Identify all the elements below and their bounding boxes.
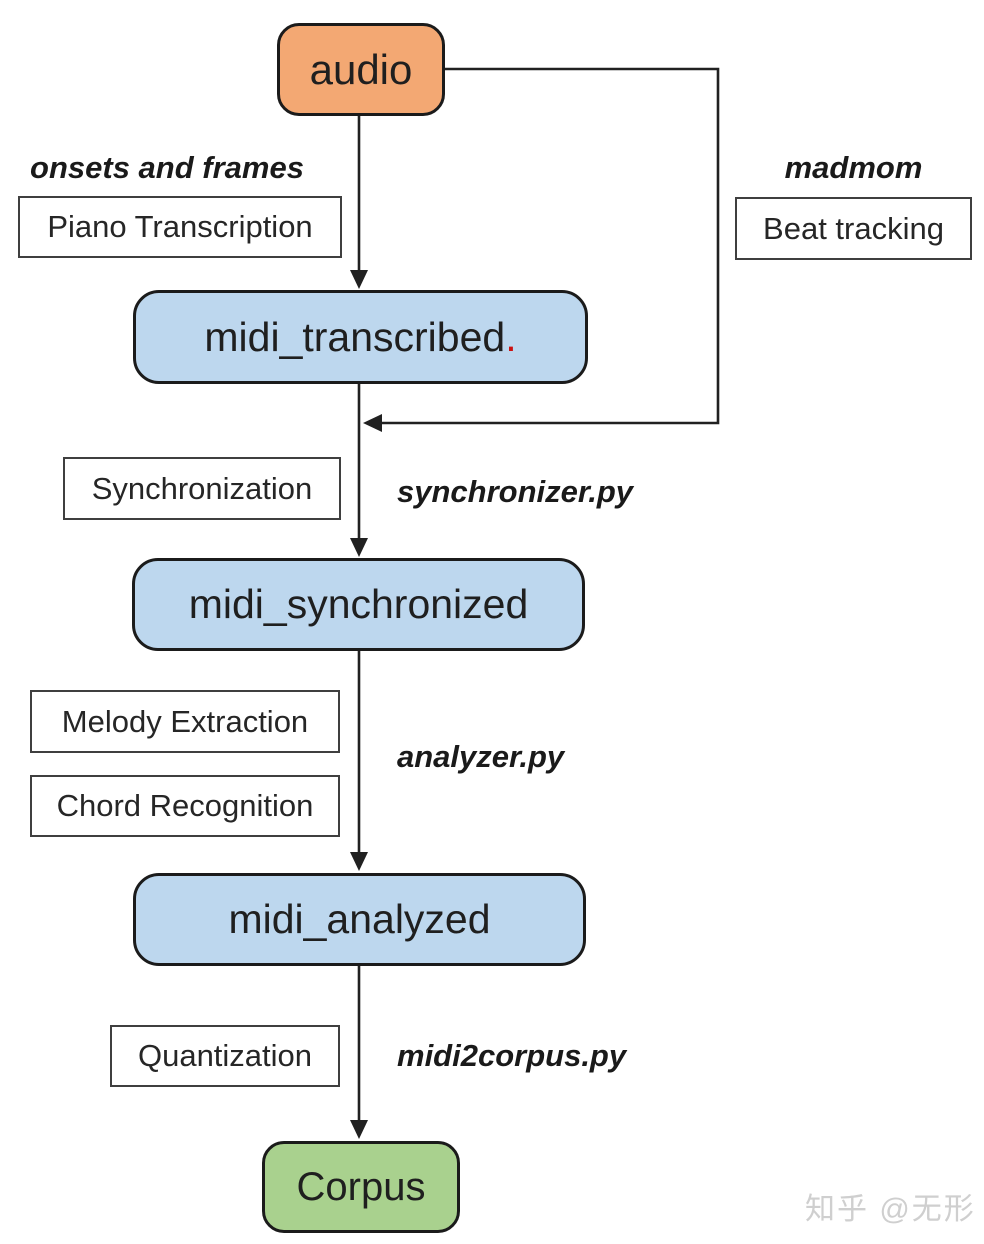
tool-label-analyzer-py: analyzer.py [397, 739, 565, 774]
node-midi-transcribed: midi_transcribed. [133, 290, 588, 384]
tool-label-madmom: madmom [784, 150, 923, 185]
process-box-synchronization: Synchronization [63, 457, 341, 520]
node-audio-label: audio [309, 45, 413, 93]
tool-label-midi2corpus-py: midi2corpus.py [397, 1038, 627, 1073]
node-corpus-label: Corpus [296, 1164, 426, 1209]
chord-recognition-label: Chord Recognition [56, 788, 314, 823]
tool-label-synchronizer-py: synchronizer.py [397, 474, 634, 509]
tool-label-onsets-and-frames: onsets and frames [30, 150, 304, 185]
beat-tracking-label: Beat tracking [763, 210, 944, 246]
node-midi-analyzed-label: midi_analyzed [228, 896, 491, 942]
quantization-label: Quantization [137, 1038, 313, 1073]
melody-extraction-label: Melody Extraction [61, 703, 309, 739]
process-box-chord-recognition: Chord Recognition [30, 775, 340, 837]
arrow-transcribed-to-synchronized [350, 384, 368, 557]
node-audio: audio [277, 23, 445, 116]
synchronization-label: Synchronization [91, 470, 313, 506]
node-midi-analyzed: midi_analyzed [133, 873, 586, 966]
zhihu-watermark: 知乎 @无形 [805, 1193, 976, 1226]
piano-transcription-label: Piano Transcription [47, 209, 313, 244]
arrow-audio-to-midi-transcribed [350, 116, 368, 289]
process-box-quantization: Quantization [110, 1025, 340, 1087]
node-midi-synchronized-label: midi_synchronized [188, 581, 529, 627]
arrow-analyzed-to-corpus [350, 966, 368, 1139]
process-box-piano-transcription: Piano Transcription [18, 196, 342, 258]
arrow-synchronized-to-analyzed [350, 651, 368, 871]
node-midi-synchronized: midi_synchronized [132, 558, 585, 651]
process-box-beat-tracking: Beat tracking [735, 197, 972, 260]
red-period-mark: . [505, 313, 517, 360]
process-box-melody-extraction: Melody Extraction [30, 690, 340, 753]
node-corpus: Corpus [262, 1141, 460, 1233]
node-midi-transcribed-label: midi_transcribed [204, 313, 506, 360]
